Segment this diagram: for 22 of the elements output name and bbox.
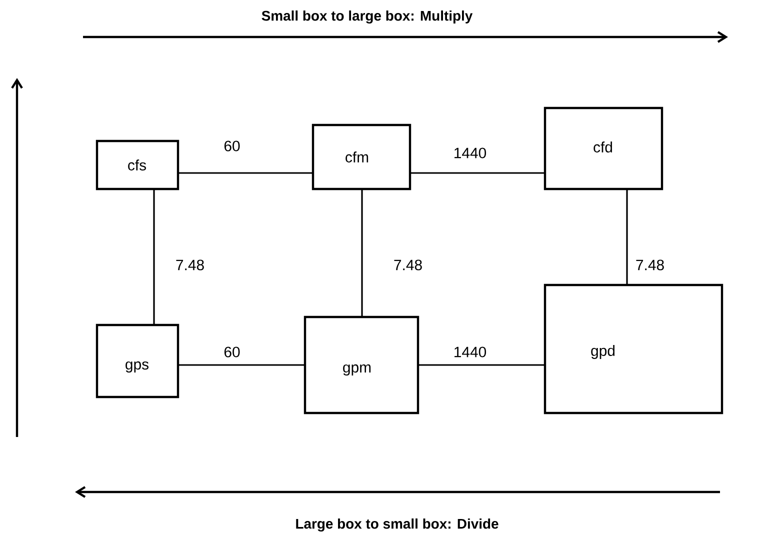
connector-line [626,189,628,285]
connector-line [153,189,155,325]
connector-line [178,172,313,174]
unit-box: cfd [544,106,664,190]
unit-box: gps [96,324,180,398]
direction-label: Large box to small box: Divide [296,518,498,532]
unit-box: gpm [304,316,420,414]
unit-box: cfs [96,140,180,190]
direction-label: Small box to large box: Multiply [262,10,473,24]
edge-label: 7.48 [636,260,664,270]
connector-line [410,172,545,174]
edge-label: 1440 [454,346,486,358]
connector-line [178,364,305,366]
edge-label: 7.48 [176,260,204,270]
unit-box: cfm [312,124,412,190]
edge-label: 1440 [454,148,486,158]
connector-line [418,364,545,366]
unit-box: gpd [544,284,724,414]
edge-label: 60 [224,346,240,358]
edge-label: 7.48 [394,260,422,270]
edge-label: 60 [224,140,240,152]
connector-line [361,189,363,317]
